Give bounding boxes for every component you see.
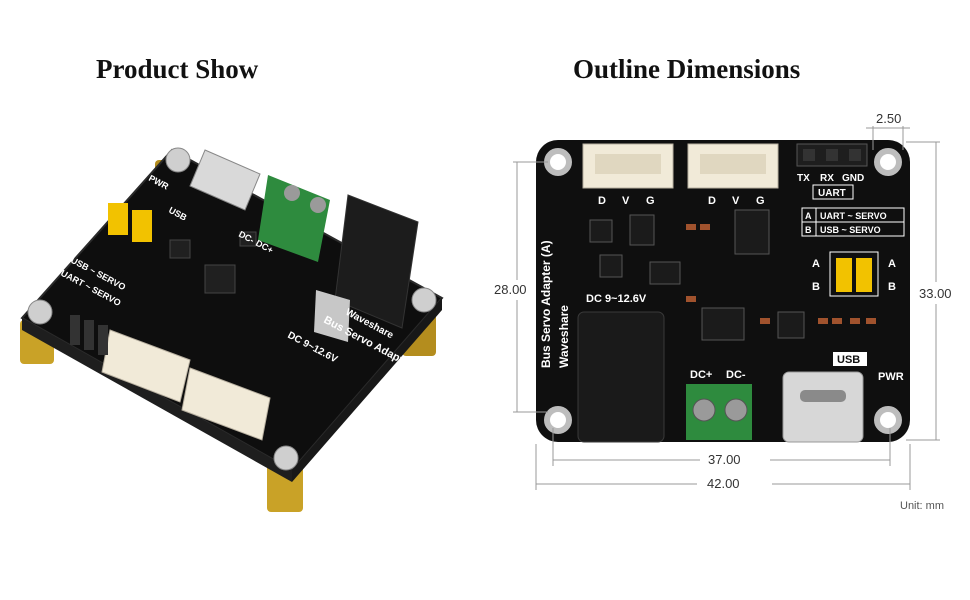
product-photo: DC 9~12.6V Bus Servo Adapter (A) Wavesha… xyxy=(20,147,444,512)
dim-hole-offset: 2.50 xyxy=(876,111,901,126)
jumper-b-left: B xyxy=(812,281,820,293)
servo-connectors xyxy=(101,329,271,441)
mounting-holes xyxy=(544,148,902,434)
header-pins xyxy=(70,315,108,355)
port2-pin-d: D xyxy=(708,195,716,207)
dimension-lines xyxy=(513,126,940,490)
components xyxy=(589,209,805,341)
uart-pin-rx: RX xyxy=(820,173,834,184)
jumper-block xyxy=(829,251,879,297)
port1-pin-d: D xyxy=(598,195,606,207)
mode-a-label: UART ~ SERVO xyxy=(820,211,887,221)
mode-b-key: B xyxy=(805,225,812,235)
dc-jack-outline xyxy=(577,311,665,443)
unit-label: Unit: mm xyxy=(900,500,944,512)
pwr-label: PWR xyxy=(878,371,904,383)
jumpers xyxy=(108,203,152,242)
uart-label: UART xyxy=(818,188,846,199)
terminal-block xyxy=(258,175,330,262)
port1-pin-v: V xyxy=(622,195,630,207)
screws xyxy=(27,147,437,471)
dim-board-height: 33.00 xyxy=(919,286,952,301)
board-brand-vertical: Waveshare xyxy=(557,305,571,368)
dc-plus-label: DC+ xyxy=(690,369,712,381)
resistors xyxy=(686,224,876,324)
usb-label: USB xyxy=(837,354,860,366)
product-show-heading: Product Show xyxy=(96,54,259,84)
mode-a-key: A xyxy=(805,211,812,221)
board-name-vertical: Bus Servo Adapter (A) xyxy=(539,240,553,368)
dim-hole-height: 28.00 xyxy=(494,282,527,297)
uart-pin-tx: TX xyxy=(797,173,810,184)
port2-pin-g: G xyxy=(756,195,765,207)
jumper-a-left: A xyxy=(812,258,820,270)
uart-pin-gnd: GND xyxy=(842,173,864,184)
port1-pin-g: G xyxy=(646,195,655,207)
dc-input-label: DC 9~12.6V xyxy=(586,293,647,305)
usb-port-outline xyxy=(782,371,864,443)
servo-port-1 xyxy=(582,143,674,189)
jumper-a-right: A xyxy=(888,258,896,270)
mode-b-label: USB ~ SERVO xyxy=(820,225,881,235)
dim-board-width: 42.00 xyxy=(707,476,740,491)
usb-c-port xyxy=(189,149,261,211)
dc-jack xyxy=(314,194,419,342)
outline-dimensions-heading: Outline Dimensions xyxy=(573,54,801,84)
dim-hole-width: 37.00 xyxy=(708,452,741,467)
jumper-b-right: B xyxy=(888,281,896,293)
port2-pin-v: V xyxy=(732,195,740,207)
dc-terminal xyxy=(686,384,752,440)
uart-header xyxy=(796,143,868,167)
ic-chips xyxy=(169,231,257,294)
mode-table xyxy=(801,207,905,237)
board-outline xyxy=(536,140,910,442)
servo-port-2 xyxy=(687,143,779,189)
dc-minus-label: DC- xyxy=(726,369,746,381)
